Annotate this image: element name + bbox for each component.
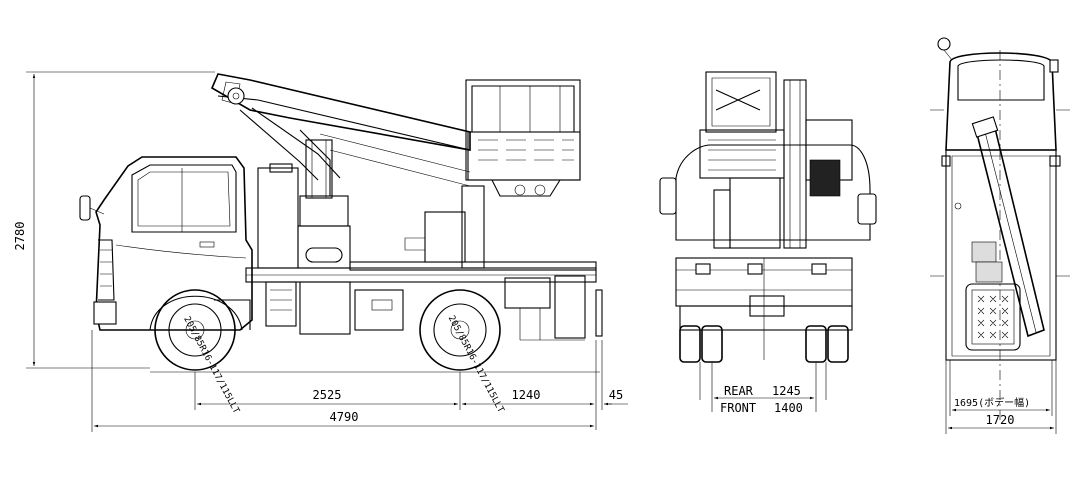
truck-cab [79, 156, 253, 331]
side-dimensions: 2780 2525 1240 45 4790 [13, 71, 628, 432]
wheelbase-label: 2525 [313, 388, 342, 402]
overall-height-label: 2780 [13, 222, 27, 251]
aerial-bucket [465, 79, 581, 197]
overall-width-label: 1720 [986, 413, 1015, 427]
rear-track-value: 1245 [772, 384, 801, 398]
chassis-frame [245, 267, 603, 341]
rear-overhang-label: 1240 [512, 388, 541, 402]
overall-length-label: 4790 [330, 410, 359, 424]
front-wheel [154, 289, 236, 371]
aerial-boom [210, 73, 471, 196]
front-track-label: FRONT [720, 401, 756, 415]
rear-tire-label: 205/85R16-117/115LLT [446, 314, 506, 415]
front-track-value: 1400 [774, 401, 803, 415]
body-width-label: 1695(ボデー幅) [954, 396, 1030, 409]
rear-track-label: REAR [724, 384, 754, 398]
top-view: 1695(ボデー幅) 1720 [930, 37, 1070, 434]
rear-wheel [419, 289, 501, 371]
rear-view: REAR 1245 FRONT 1400 [659, 71, 877, 415]
turret-base [257, 139, 597, 271]
side-view: 205/85R16-117/115LLT 205/85R16-117/115LL… [13, 71, 628, 432]
rear-extension-label: 45 [609, 388, 623, 402]
